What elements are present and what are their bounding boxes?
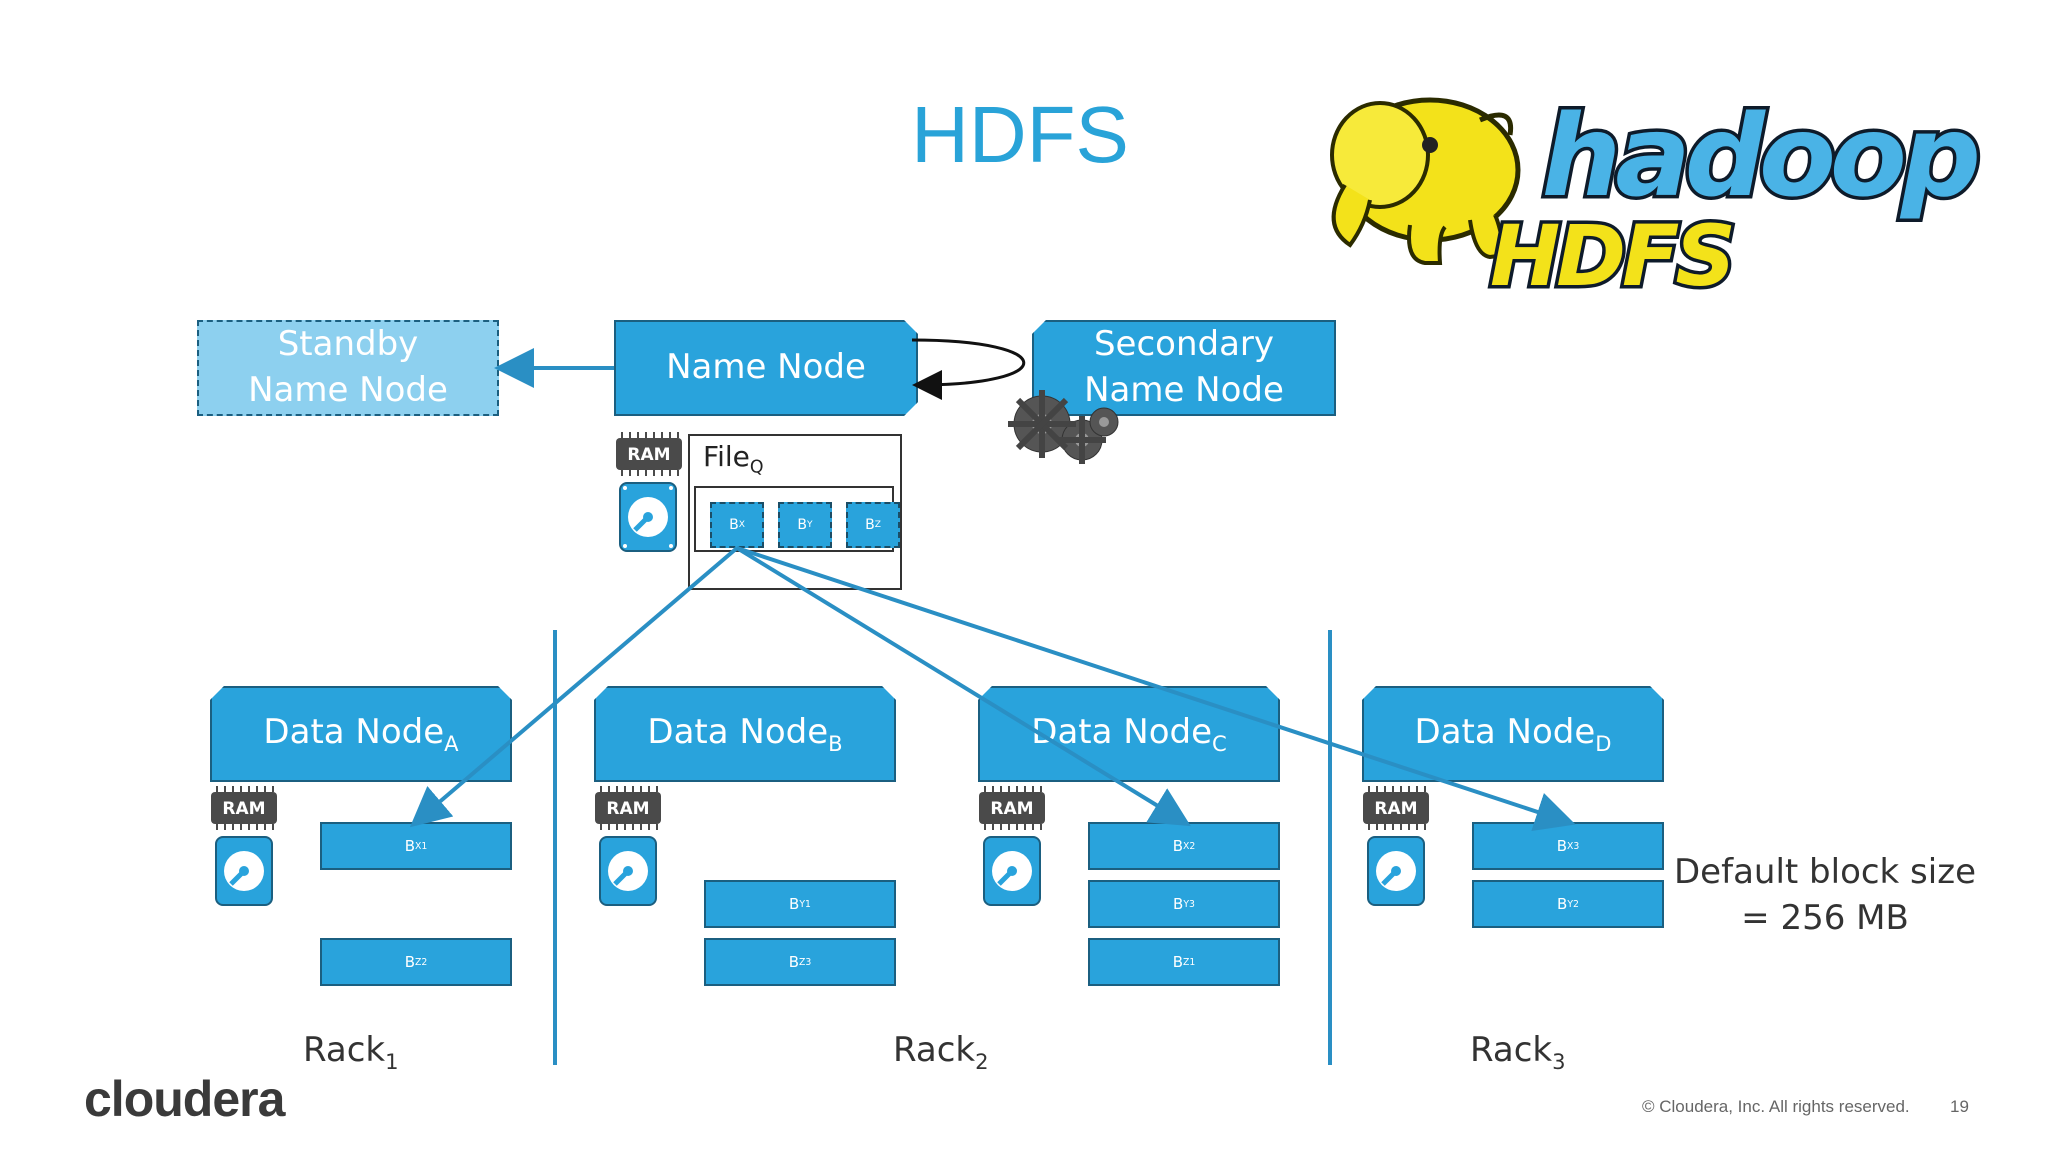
arrow-bx-to-x1: [409, 546, 739, 828]
file-q-label: FileQ: [703, 440, 764, 478]
ram-chip-icon: [616, 432, 682, 476]
rack-1-label: Rack1: [303, 1030, 399, 1074]
name-node-label: Name Node: [666, 347, 866, 388]
arrow-bx-to-x2: [735, 546, 1191, 827]
default-block-size: Default block size = 256 MB: [1674, 852, 1976, 938]
secondary-name-node: Secondary Name Node: [1032, 320, 1336, 416]
data-node-b: Data NodeB: [594, 686, 896, 782]
ram-chip-icon: [211, 786, 277, 830]
data-node-b-disk-icon: [599, 836, 657, 906]
copyright-text: © Cloudera, Inc. All rights reserved.: [1642, 1097, 1910, 1116]
secondary-line2: Name Node: [1084, 370, 1284, 410]
logo-sub-text: HDFS: [1490, 207, 1732, 295]
elephant-icon: [1330, 97, 1521, 265]
gears-icon: [1008, 390, 1119, 464]
name-node: Name Node: [614, 320, 918, 416]
cloudera-logo: cloudera: [84, 1071, 285, 1127]
name-node-ram: RAM: [616, 432, 682, 480]
ram-chip-icon: [595, 786, 661, 830]
secondary-line1: Secondary: [1093, 324, 1275, 365]
data-node-c-disk-icon: [983, 836, 1041, 906]
slide-title: HDFS: [911, 90, 1129, 179]
data-node-c-ram: RAM: [979, 786, 1045, 834]
hadoop-hdfs-logo: hadoop HDFS: [1330, 89, 1986, 295]
data-node-a: Data NodeA: [210, 686, 512, 782]
ram-chip-icon: [1363, 786, 1429, 830]
name-node-disk-icon: [619, 482, 677, 552]
logo-brand-text: hadoop: [1541, 92, 1976, 222]
data-node-c: Data NodeC: [978, 686, 1280, 782]
data-node-d-ram: RAM: [1363, 786, 1429, 834]
data-node-b-ram: RAM: [595, 786, 661, 834]
svg-text:RAM: RAM: [990, 799, 1033, 819]
arrow-bx-to-x3: [736, 546, 1576, 831]
data-node-d-disk-icon: [1367, 836, 1425, 906]
data-node-a-disk-icon: [215, 836, 273, 906]
page-number: 19: [1950, 1097, 1969, 1116]
data-node-a-ram: RAM: [211, 786, 277, 834]
svg-text:RAM: RAM: [222, 799, 265, 819]
svg-text:RAM: RAM: [606, 799, 649, 819]
svg-text:RAM: RAM: [627, 445, 670, 465]
rack-2-label: Rack2: [893, 1030, 989, 1074]
standby-name-node: Standby Name Node: [197, 320, 499, 416]
svg-text:RAM: RAM: [1374, 799, 1417, 819]
arrow-secondary-loop: [911, 338, 1026, 400]
data-node-d: Data NodeD: [1362, 686, 1664, 782]
standby-line2: Name Node: [248, 370, 448, 410]
standby-line1: Standby: [277, 324, 419, 365]
rack-3-label: Rack3: [1470, 1030, 1566, 1074]
ram-chip-icon: [979, 786, 1045, 830]
